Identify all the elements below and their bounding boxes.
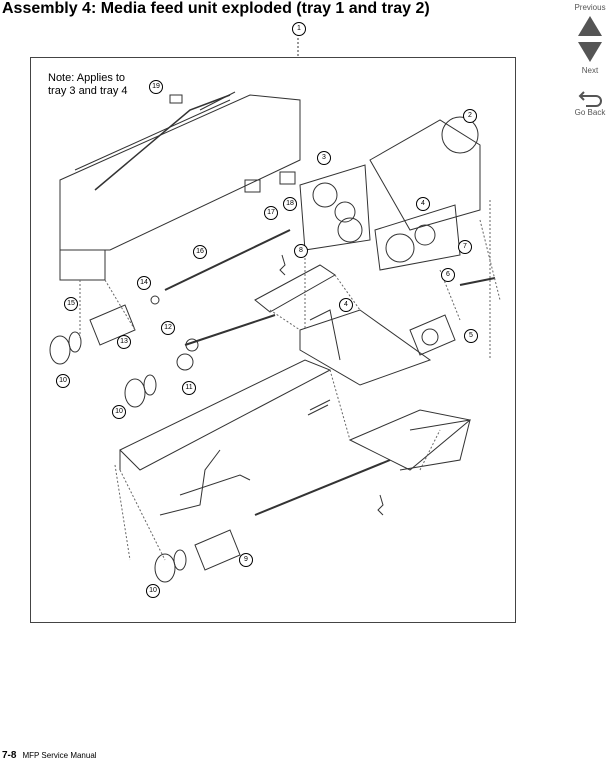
callout-5: 5 [464,329,478,343]
callout-16: 16 [193,245,207,259]
callout-10-middle: 10 [112,405,126,419]
previous-nav[interactable]: Previous [572,3,608,38]
callout-14: 14 [137,276,151,290]
callout-7: 7 [458,240,472,254]
callout-12: 12 [161,321,175,335]
note-line-2: tray 3 and tray 4 [48,85,128,97]
previous-label: Previous [574,3,606,12]
callout-10-bottom: 10 [146,584,160,598]
callout-8: 8 [294,244,308,258]
callout-2: 2 [463,109,477,123]
callout-3: 3 [317,151,331,165]
callout-13: 13 [117,335,131,349]
return-arrow-icon[interactable] [572,88,608,108]
page-footer: 7-8 MFP Service Manual [2,750,97,761]
manual-name: MFP Service Manual [22,751,97,760]
callout-18: 18 [283,197,297,211]
down-arrow-icon[interactable] [572,40,608,66]
callout-17: 17 [264,206,278,220]
callout-15: 15 [64,297,78,311]
next-nav[interactable]: Next [572,40,608,75]
note-line-1: Note: Applies to [48,72,126,84]
page-number: 7-8 [2,750,17,761]
go-back-nav[interactable]: Go Back [572,88,608,117]
next-label: Next [581,66,599,75]
callout-19: 19 [149,80,163,94]
callout-9: 9 [239,553,253,567]
callout-4: 4 [416,197,430,211]
page-title: Assembly 4: Media feed unit exploded (tr… [2,0,430,17]
callout-11: 11 [182,381,196,395]
callout-6: 6 [441,268,455,282]
callout-1: 1 [292,22,306,36]
callout-10-top: 10 [56,374,70,388]
applicability-note: Note: Applies to tray 3 and tray 4 [48,72,128,98]
diagram-frame [30,57,516,623]
go-back-label: Go Back [574,108,606,117]
up-arrow-icon[interactable] [572,12,608,38]
callout-4-lower: 4 [339,298,353,312]
